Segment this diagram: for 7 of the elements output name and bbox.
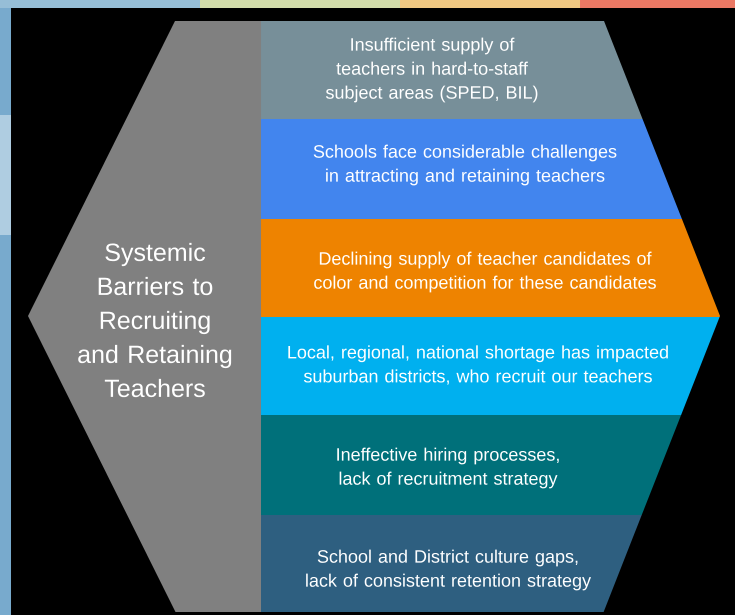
barrier-band: Declining supply of teacher candidates of color and competition for these candidates xyxy=(261,219,720,317)
barrier-band: School and District culture gaps, lack of consistent retention strategy xyxy=(261,515,642,612)
barrier-band: Schools face considerable challenges in attracting and retaining teachers xyxy=(261,119,682,219)
barrier-band: Local, regional, national shortage has impacted suburban districts, who recruit our teachers xyxy=(261,317,720,415)
barrier-band: Ineffective hiring processes, lack of recruitment strategy xyxy=(261,415,682,515)
barrier-band: Insufficient supply of teachers in hard-to-staff subject areas (SPED, BIL) xyxy=(261,21,643,119)
title-panel: Systemic Barriers to Recruiting and Retaining Teachers xyxy=(28,21,261,612)
